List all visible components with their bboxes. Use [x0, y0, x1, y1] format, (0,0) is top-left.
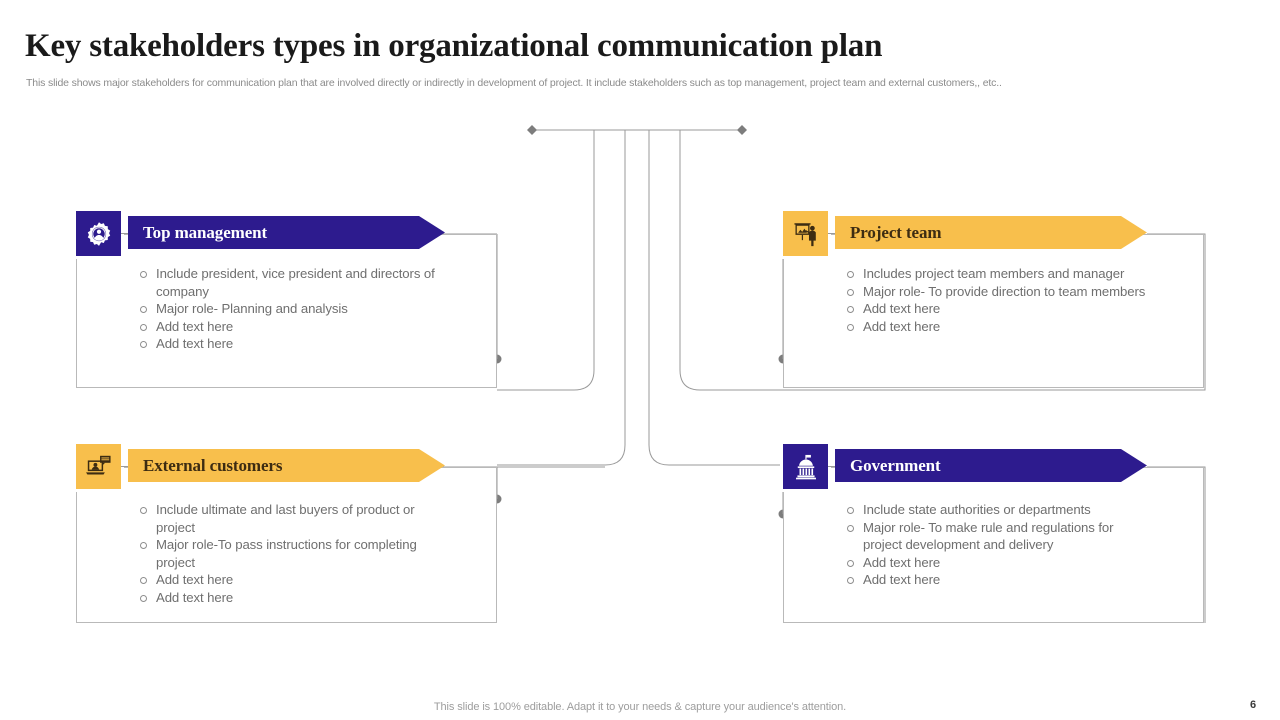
list-item: Major role-To pass instructions for comp…	[132, 536, 442, 571]
list-item: Include ultimate and last buyers of prod…	[132, 501, 442, 536]
connector-stub-top-management	[121, 233, 130, 234]
list-item: Add text here	[839, 554, 1139, 572]
presentation-person-icon	[783, 211, 828, 256]
wire-bottom-left	[497, 130, 626, 466]
list-item: Include president, vice president and di…	[132, 265, 462, 300]
diamond-right-icon	[737, 125, 747, 135]
wire-top-left	[497, 130, 595, 391]
connector-stub-project-team	[828, 233, 837, 234]
card-project-team-banner[interactable]: Project team	[835, 216, 1147, 249]
list-item: Add text here	[132, 335, 462, 353]
card-external-customers-banner[interactable]: External customers	[128, 449, 445, 482]
page-title: Key stakeholders types in organizational…	[25, 28, 883, 64]
card-external-customers-label: External customers	[143, 455, 283, 475]
gear-user-icon	[76, 211, 121, 256]
card-government-banner[interactable]: Government	[835, 449, 1147, 482]
card-project-team-label: Project team	[850, 222, 942, 242]
card-top-management-banner[interactable]: Top management	[128, 216, 445, 249]
list-item: Major role- To make rule and regulations…	[839, 519, 1139, 554]
banner-tip-icon	[419, 216, 445, 249]
list-item: Add text here	[839, 571, 1139, 589]
page-subtitle: This slide shows major stakeholders for …	[26, 77, 1002, 89]
page-number: 6	[1250, 699, 1257, 711]
diamond-left-icon	[527, 125, 537, 135]
list-item: Add text here	[839, 300, 1189, 318]
list-item: Major role- To provide direction to team…	[839, 283, 1189, 301]
wire-node-dots	[492, 354, 788, 519]
banner-tip-icon	[419, 449, 445, 482]
list-item: Add text here	[132, 589, 442, 607]
government-building-icon	[783, 444, 828, 489]
banner-tip-icon	[1121, 216, 1147, 249]
list-item: Add text here	[132, 318, 462, 336]
list-item: Add text here	[132, 571, 442, 589]
connector-stub-external-customers	[121, 466, 130, 467]
card-government-bullets: Include state authorities or departments…	[839, 501, 1139, 589]
laptop-customer-chat-icon	[76, 444, 121, 489]
list-item: Add text here	[839, 318, 1189, 336]
wire-bottom-right	[648, 130, 783, 466]
wire-diamond-caps	[527, 125, 747, 135]
card-external-customers-bullets: Include ultimate and last buyers of prod…	[132, 501, 442, 607]
footer-note: This slide is 100% editable. Adapt it to…	[433, 701, 847, 713]
card-project-team-bullets: Includes project team members and manage…	[839, 265, 1189, 335]
card-government-label: Government	[850, 455, 941, 475]
banner-tip-icon	[1121, 449, 1147, 482]
list-item: Major role- Planning and analysis	[132, 300, 462, 318]
list-item: Include state authorities or departments	[839, 501, 1139, 519]
connector-stub-government	[828, 466, 837, 467]
wire-top-right	[679, 130, 783, 391]
card-top-management-label: Top management	[143, 222, 268, 242]
list-item: Includes project team members and manage…	[839, 265, 1189, 283]
card-top-management-bullets: Include president, vice president and di…	[132, 265, 462, 353]
